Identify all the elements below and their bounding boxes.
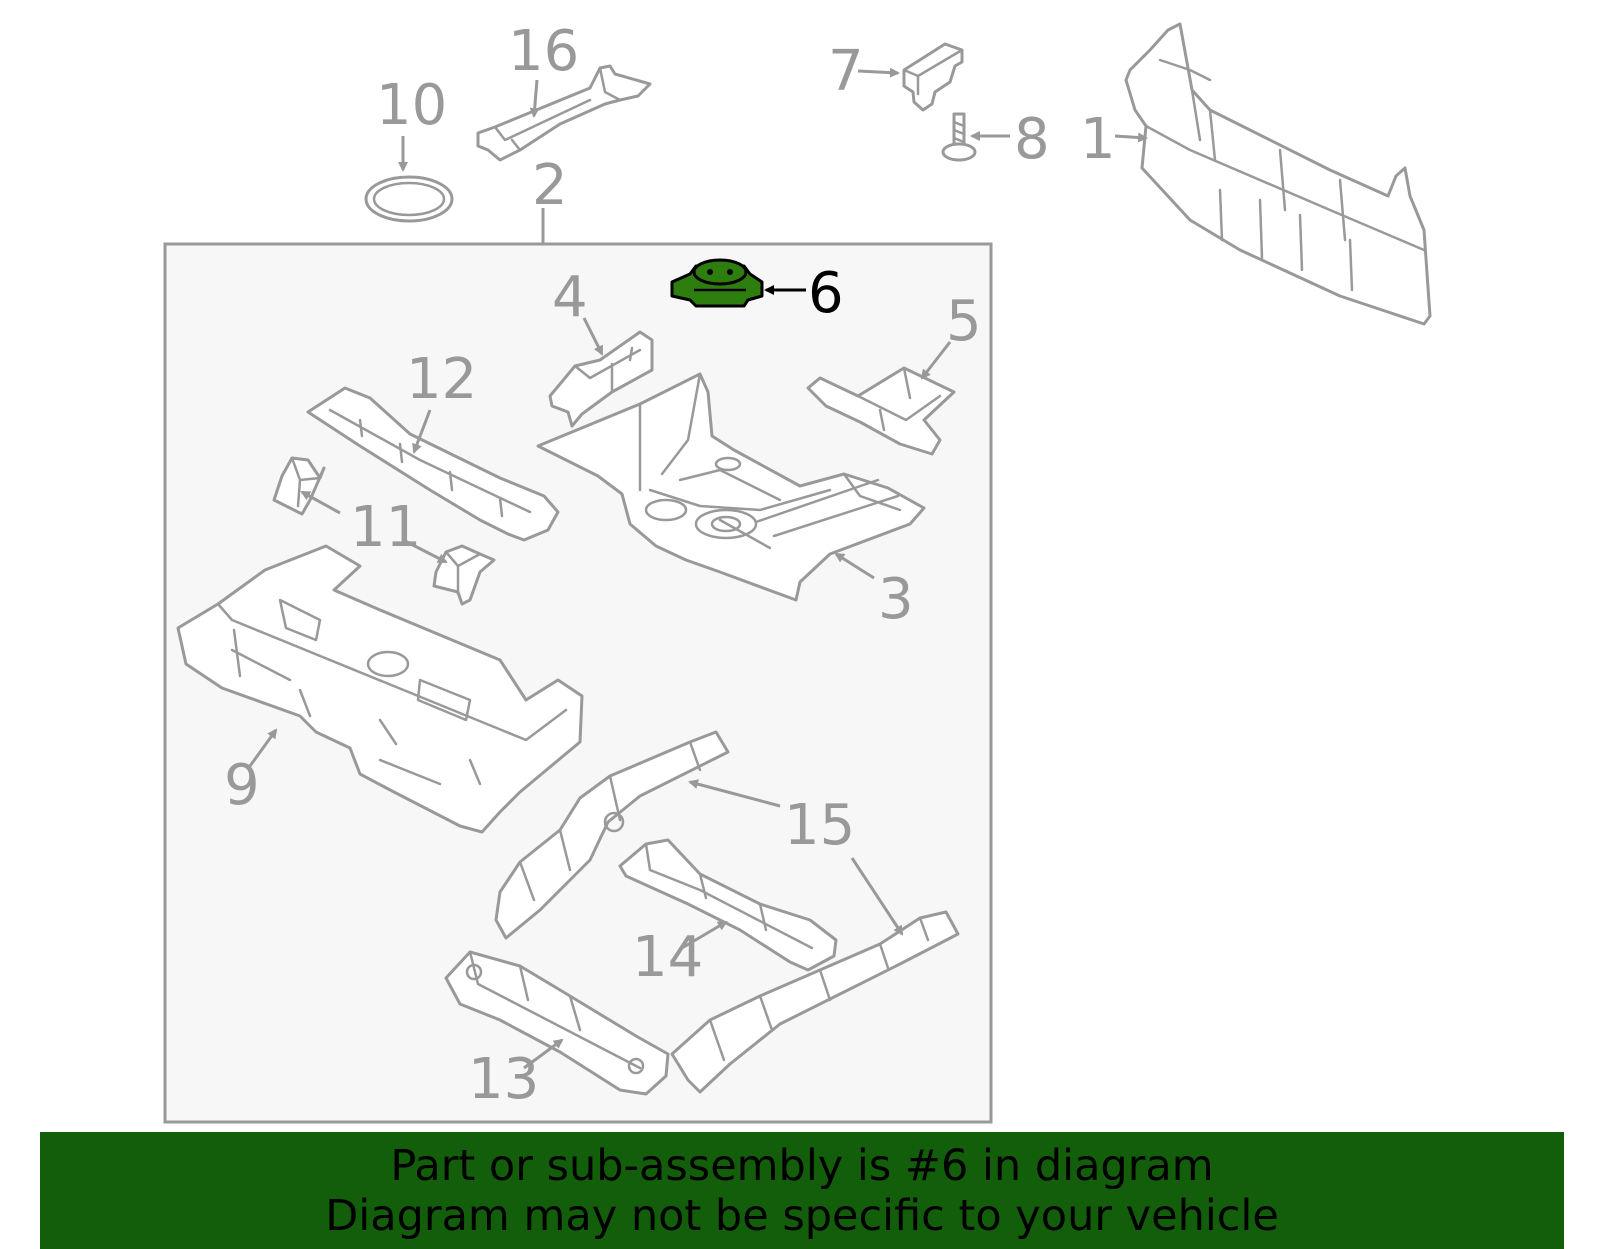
callout-3: 3: [878, 567, 914, 632]
leader-5: [920, 341, 952, 380]
callout-12: 12: [406, 347, 477, 412]
part-4-bracket: [548, 330, 654, 428]
part-9-floor: [176, 544, 584, 834]
leader-16: [529, 79, 540, 118]
leader-11a: [300, 490, 341, 515]
callout-14: 14: [632, 925, 703, 990]
leader-14: [681, 920, 728, 950]
leader-3: [834, 552, 875, 580]
leader-12: [412, 409, 432, 454]
part-16-bracket: [476, 64, 652, 162]
leader-15a: [688, 779, 781, 808]
leader-13: [523, 1038, 564, 1070]
part-5-bracket: [806, 366, 956, 456]
callout-5: 5: [946, 289, 982, 354]
part-12-rail: [306, 386, 560, 542]
callout-16: 16: [508, 19, 579, 84]
part-11-brackets: [272, 456, 496, 606]
banner-line-2: Diagram may not be specific to your vehi…: [325, 1191, 1279, 1241]
leader-9: [248, 728, 278, 767]
callout-7: 7: [828, 39, 864, 104]
part-3-rear-floor: [536, 372, 926, 602]
part-13-rear-cross-member: [444, 950, 670, 1096]
callout-15: 15: [784, 793, 855, 858]
leader-4: [582, 317, 604, 356]
part-7-clip: [902, 42, 964, 112]
leader-1: [1114, 132, 1148, 143]
part-14-cross-member: [618, 838, 838, 972]
banner-line-1: Part or sub-assembly is #6 in diagram: [390, 1141, 1214, 1191]
part-6-plug: [670, 258, 764, 308]
callout-8: 8: [1014, 107, 1050, 172]
callout-9: 9: [224, 753, 260, 818]
info-banner: Part or sub-assembly is #6 in diagram Di…: [40, 1132, 1564, 1249]
callout-1: 1: [1080, 107, 1116, 172]
callout-10: 10: [376, 73, 447, 138]
callout-4: 4: [552, 265, 588, 330]
part-15-side-members: [494, 730, 960, 1094]
leader-7: [857, 67, 900, 78]
part-10-grommet: [364, 175, 454, 223]
leader-15b: [850, 857, 904, 936]
callout-6: 6: [808, 261, 844, 326]
callout-13: 13: [468, 1047, 539, 1112]
callout-11: 11: [350, 495, 421, 560]
part-8-bolt: [941, 112, 977, 162]
callout-2: 2: [532, 153, 568, 218]
part-1-rear-panel: [1124, 22, 1432, 326]
leader-11b: [402, 538, 448, 564]
